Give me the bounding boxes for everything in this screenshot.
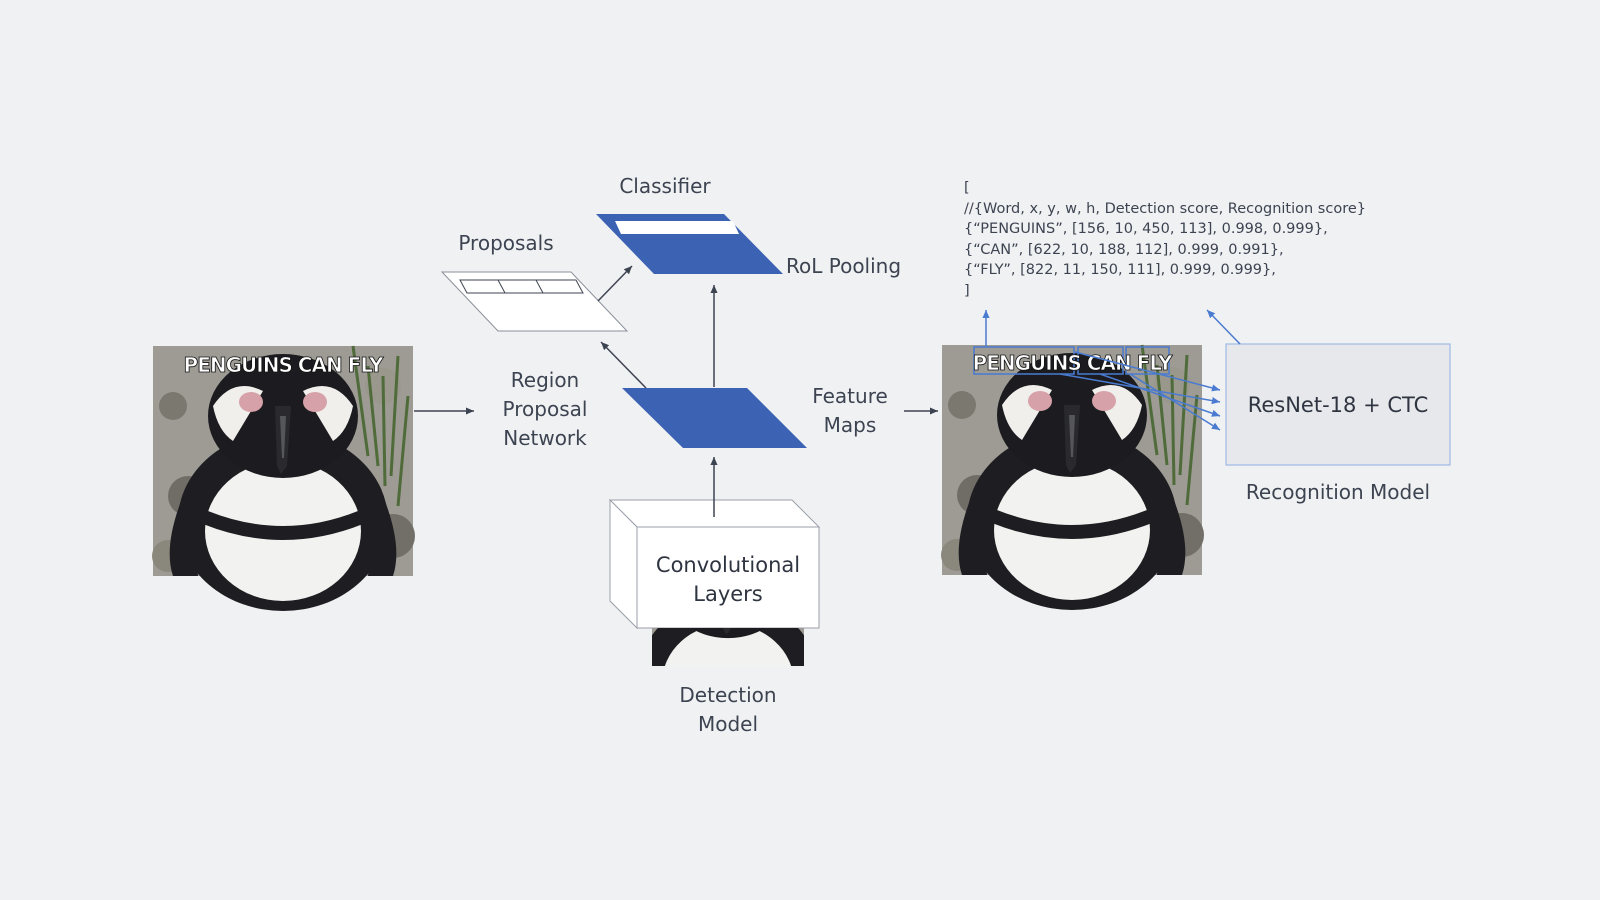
input-image-caption: PENGUINS CAN FLY xyxy=(184,353,384,377)
proposals-label: Proposals xyxy=(458,231,554,255)
roi-pooling-label: RoL Pooling xyxy=(786,254,902,278)
arrow-featuremaps-to-proposals xyxy=(600,341,647,389)
crop-lines xyxy=(1059,351,1221,431)
output-image: PENGUINS CAN FLY xyxy=(939,343,1206,612)
json-close: ] xyxy=(964,282,970,299)
conv-layers-label: Convolutional Layers xyxy=(655,553,801,606)
output-image-caption: PENGUINS CAN FLY xyxy=(973,351,1173,375)
detection-model-label: Detection Model xyxy=(679,683,777,736)
input-image: PENGUINS CAN FLY xyxy=(150,344,417,613)
rpn-label: Region Proposal Network xyxy=(502,368,588,450)
arrow-recognition-to-json xyxy=(1206,309,1241,345)
word-box-fly xyxy=(1125,346,1170,375)
word-box-penguins xyxy=(973,346,1075,375)
feature-maps-block xyxy=(622,388,807,448)
proposals-block xyxy=(440,271,629,332)
json-row: {“CAN”, [622, 10, 188, 112], 0.999, 0.99… xyxy=(964,241,1284,258)
recognition-box xyxy=(1225,343,1451,466)
roi-pooling-block xyxy=(596,214,783,274)
recognition-box-label: ResNet-18 + CTC xyxy=(1247,393,1429,417)
json-comment: //{Word, x, y, w, h, Detection score, Re… xyxy=(964,200,1366,217)
feature-maps-label: Feature Maps xyxy=(812,384,888,437)
classifier-label: Classifier xyxy=(619,174,711,198)
output-json: [ //{Word, x, y, w, h, Detection score, R… xyxy=(964,178,1366,301)
json-open: [ xyxy=(964,180,970,196)
json-row: {“PENGUINS”, [156, 10, 450, 113], 0.998,… xyxy=(964,221,1328,237)
recognition-model-label: Recognition Model xyxy=(1245,480,1431,504)
json-row: {“FLY”, [822, 11, 150, 111], 0.999, 0.99… xyxy=(964,262,1276,278)
arrow-proposals-to-roi xyxy=(597,265,633,302)
